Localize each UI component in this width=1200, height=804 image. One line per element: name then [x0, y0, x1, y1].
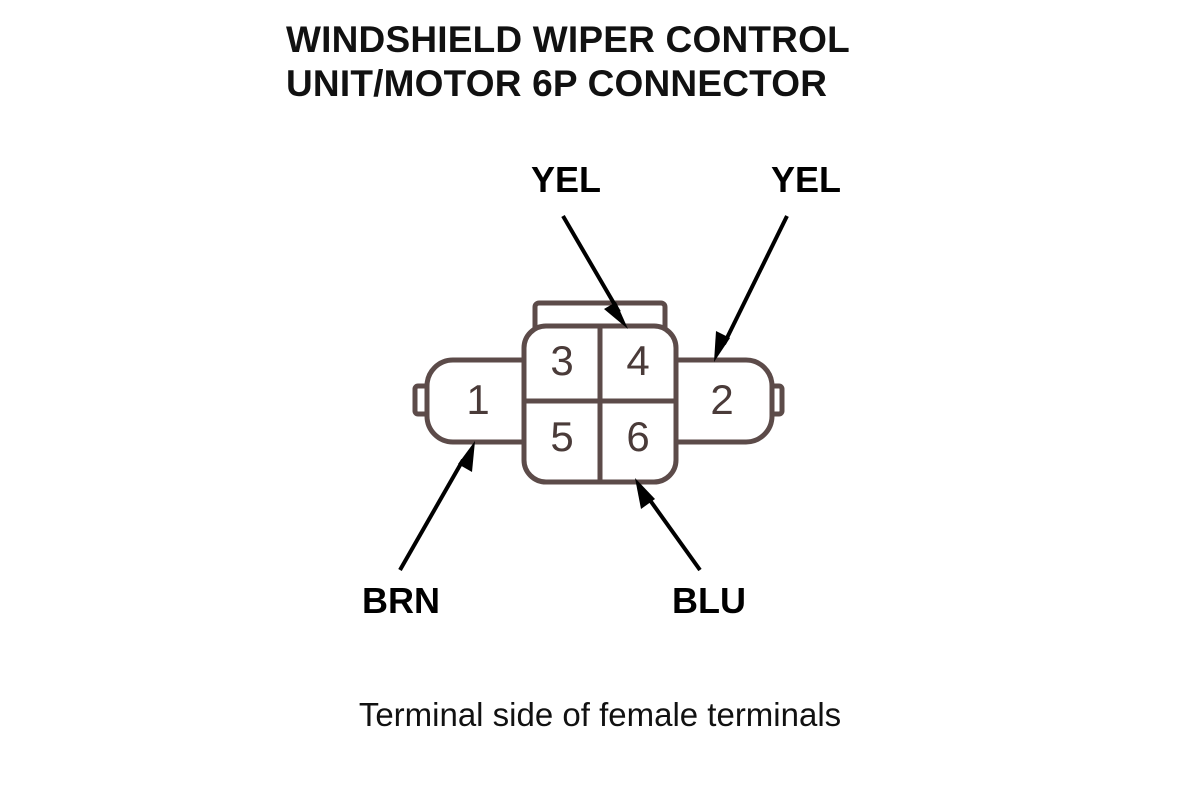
cavity-number-1: 1	[466, 376, 489, 423]
wire-label-yel-left: YEL	[531, 159, 602, 200]
wire-label-yel-right: YEL	[771, 159, 842, 200]
leader-blu	[635, 478, 702, 572]
figure-caption: Terminal side of female terminals	[358, 696, 842, 733]
cavity-number-4: 4	[626, 337, 649, 384]
leader-yel-left	[561, 214, 628, 329]
title-line-1: WINDSHIELD WIPER CONTROL	[286, 19, 850, 60]
cavity-number-6: 6	[626, 413, 649, 460]
wire-label-brn: BRN	[362, 580, 440, 621]
page-title: WINDSHIELD WIPER CONTROL UNIT/MOTOR 6P C…	[286, 18, 986, 106]
leader-yel-right	[714, 215, 789, 362]
title-line-2: UNIT/MOTOR 6P CONNECTOR	[286, 63, 828, 104]
cavity-number-3: 3	[550, 337, 573, 384]
wire-label-blu: BLU	[672, 580, 746, 621]
leader-brn	[398, 441, 475, 571]
cavity-number-2: 2	[710, 376, 733, 423]
cavity-number-5: 5	[550, 413, 573, 460]
